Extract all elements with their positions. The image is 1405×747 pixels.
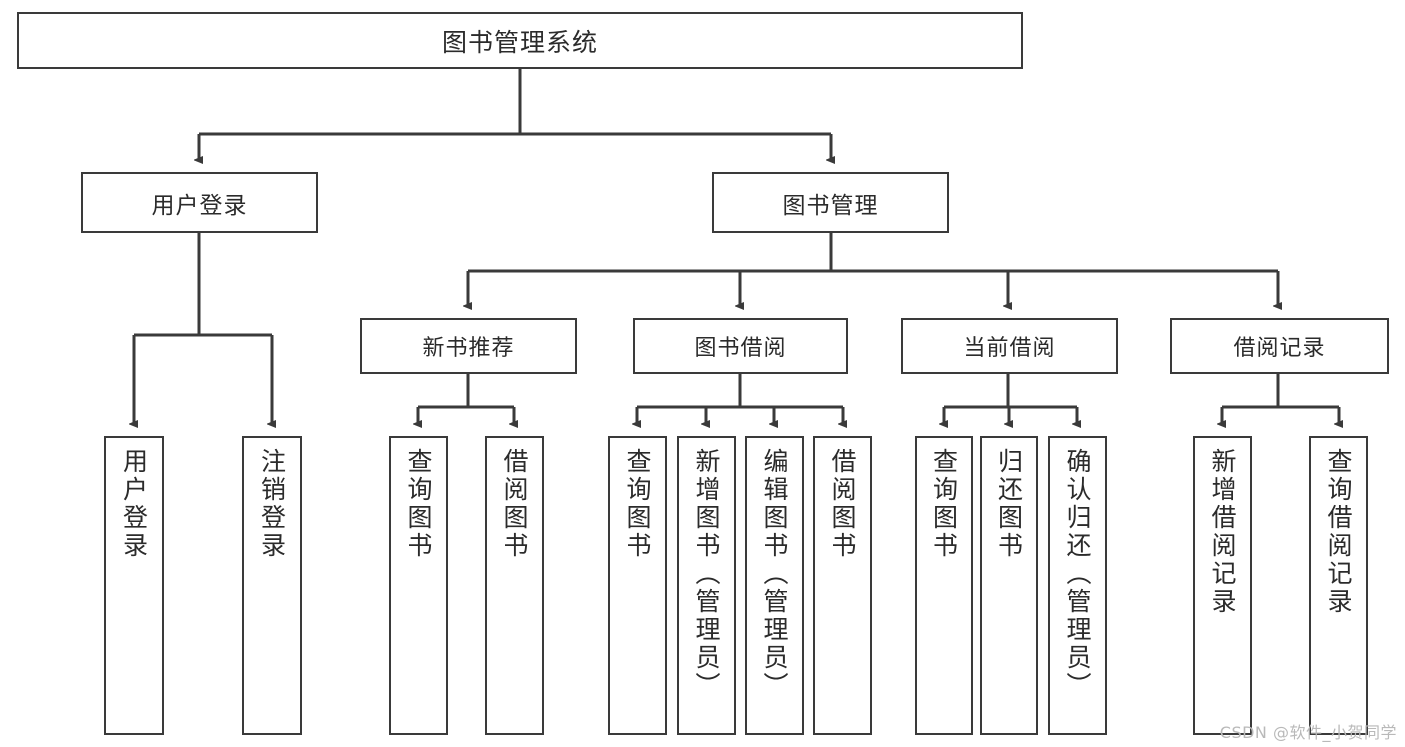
leaf-label: 确认归还（管理员） (1063, 448, 1092, 700)
leaf-user-login-login[interactable]: 用户登录 (104, 436, 164, 735)
node-borrow-record-label: 借阅记录 (1233, 336, 1326, 361)
leaf-borrow-edit-book-admin[interactable]: 编辑图书（管理员） (745, 436, 804, 735)
leaf-label: 借阅图书 (828, 448, 857, 560)
leaf-record-query-record[interactable]: 查询借阅记录 (1309, 436, 1368, 735)
leaf-new-book-borrow[interactable]: 借阅图书 (485, 436, 544, 735)
leaf-borrow-query-book[interactable]: 查询图书 (608, 436, 667, 735)
node-book-borrow[interactable]: 图书借阅 (633, 318, 848, 374)
node-root-system[interactable]: 图书管理系统 (17, 12, 1023, 69)
leaf-label: 编辑图书（管理员） (760, 448, 789, 700)
node-book-management-label: 图书管理 (782, 192, 879, 219)
node-borrow-record[interactable]: 借阅记录 (1170, 318, 1389, 374)
leaf-label: 查询借阅记录 (1324, 448, 1353, 616)
node-user-login[interactable]: 用户登录 (81, 172, 318, 233)
node-root-label: 图书管理系统 (441, 27, 598, 57)
leaf-user-login-logout[interactable]: 注销登录 (242, 436, 302, 735)
node-book-borrow-label: 图书借阅 (694, 336, 787, 361)
leaf-current-confirm-return-admin[interactable]: 确认归还（管理员） (1048, 436, 1107, 735)
node-current-borrow[interactable]: 当前借阅 (901, 318, 1118, 374)
leaf-label: 用户登录 (119, 448, 149, 560)
leaf-new-book-query[interactable]: 查询图书 (389, 436, 448, 735)
node-current-borrow-label: 当前借阅 (963, 336, 1056, 361)
leaf-current-query-book[interactable]: 查询图书 (915, 436, 973, 735)
leaf-borrow-borrow-book[interactable]: 借阅图书 (813, 436, 872, 735)
leaf-record-add-record[interactable]: 新增借阅记录 (1193, 436, 1252, 735)
leaf-label: 查询图书 (623, 448, 652, 560)
node-new-book-recommend[interactable]: 新书推荐 (360, 318, 577, 374)
node-book-management[interactable]: 图书管理 (712, 172, 949, 233)
leaf-label: 查询图书 (929, 448, 959, 560)
leaf-current-return-book[interactable]: 归还图书 (980, 436, 1038, 735)
leaf-label: 借阅图书 (500, 448, 529, 560)
leaf-borrow-add-book-admin[interactable]: 新增图书（管理员） (677, 436, 736, 735)
leaf-label: 归还图书 (994, 448, 1024, 560)
leaf-label: 新增借阅记录 (1208, 448, 1237, 616)
leaf-label: 新增图书（管理员） (692, 448, 721, 700)
leaf-label: 注销登录 (257, 448, 287, 560)
node-user-login-label: 用户登录 (151, 192, 248, 219)
leaf-label: 查询图书 (404, 448, 433, 560)
node-new-book-recommend-label: 新书推荐 (422, 336, 515, 361)
watermark-text: CSDN @软件_小贺同学 (1219, 723, 1397, 742)
